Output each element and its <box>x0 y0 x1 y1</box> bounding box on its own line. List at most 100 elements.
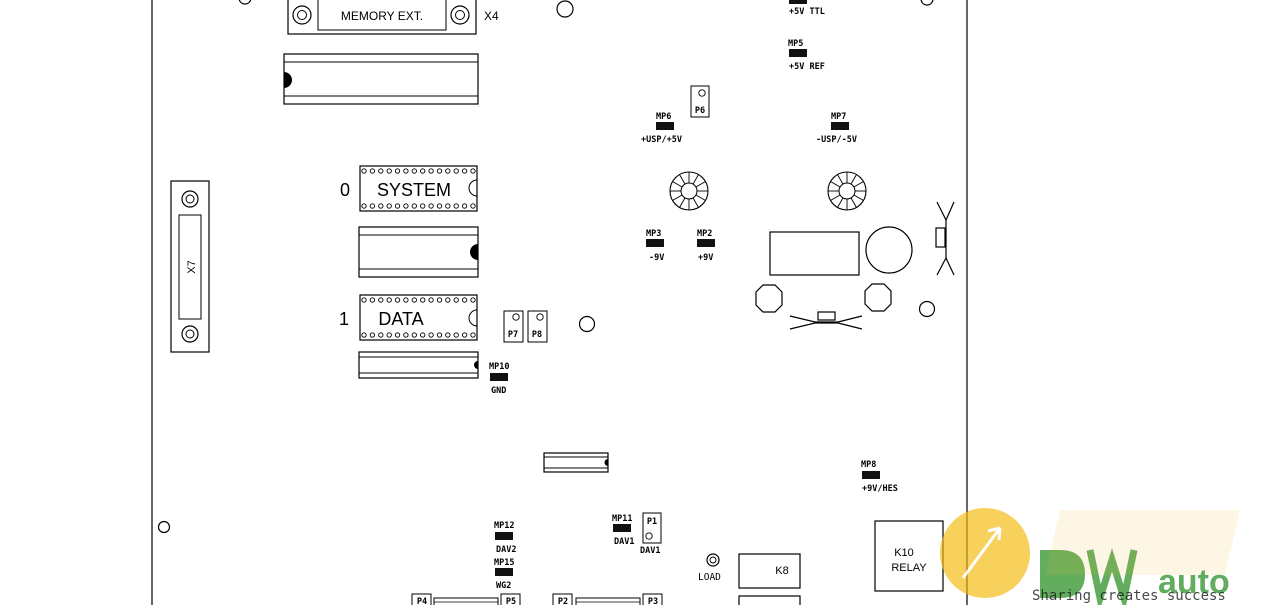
chip-pin <box>436 168 443 174</box>
bowtie-component <box>789 315 863 330</box>
watermark-brand: auto <box>1158 563 1230 601</box>
chip-pin <box>453 297 459 303</box>
screw-icon <box>181 325 199 343</box>
test-point-mp6: MP6 +USP/+5V <box>641 112 682 145</box>
chip-pin <box>394 332 401 338</box>
svg-text:MP7: MP7 <box>831 112 846 122</box>
chip-pin <box>461 297 468 303</box>
chip-pin <box>453 168 459 174</box>
test-point-mp15: MP15 WG2 <box>494 558 514 591</box>
svg-text:GND: GND <box>491 386 506 396</box>
chip-pin <box>453 203 459 209</box>
test-point-mp8: MP8 +9V/HES <box>861 460 898 494</box>
chip-pin <box>378 168 384 174</box>
ic-top <box>283 53 479 105</box>
chip-pin <box>378 203 384 209</box>
chip-pin <box>420 203 426 209</box>
k8-label: K8 <box>775 565 788 577</box>
chip-pin <box>461 203 468 209</box>
mount-hole <box>238 0 252 5</box>
led-icon <box>706 553 720 567</box>
test-point-mp5: MP5 +5V REF <box>788 39 825 72</box>
connector-x4-label: MEMORY EXT. <box>341 9 423 23</box>
jumper-p8: P8 <box>527 310 548 343</box>
jumper-p1: P1 DAV1 <box>640 512 662 556</box>
potentiometers <box>669 171 867 211</box>
svg-text:P5: P5 <box>506 597 516 605</box>
chip-pin <box>461 168 468 174</box>
chip-pin <box>445 332 451 338</box>
svg-text:MP12: MP12 <box>494 521 514 531</box>
jumpers: P6 P7 P8 P1 DAV1 P4 P5 P2 <box>411 85 710 605</box>
svg-text:+USP/+5V: +USP/+5V <box>641 135 682 145</box>
round-capacitor <box>865 226 913 274</box>
ic-small <box>543 452 609 473</box>
chip-pin <box>403 297 409 303</box>
test-point-mp11: MP11 DAV1 <box>612 514 634 547</box>
svg-text:MP15: MP15 <box>494 558 514 568</box>
potentiometer-icon <box>827 171 867 211</box>
chip-pin <box>378 332 384 338</box>
test-point-mp4: +5V TTL <box>789 0 825 17</box>
test-point-mp12: MP12 DAV2 <box>494 521 516 555</box>
chip-pin <box>369 332 376 338</box>
k10-label-line1: K10 <box>894 547 914 559</box>
chip-pin <box>403 332 409 338</box>
chip-pin <box>411 332 417 338</box>
board-outline <box>151 0 968 605</box>
k10-label-line2: RELAY <box>891 562 927 574</box>
fork-center <box>935 227 946 248</box>
chip-pin <box>411 168 417 174</box>
watermark-tagline: Sharing creates success <box>1032 588 1226 604</box>
chip-pin <box>470 332 476 338</box>
crystal-block <box>769 231 860 276</box>
mount-hole <box>556 0 574 18</box>
svg-text:MP6: MP6 <box>656 112 671 122</box>
test-point-mp2: MP2 +9V <box>697 229 715 263</box>
jumper-p2: P2 <box>552 593 573 605</box>
screw-icon <box>181 190 199 208</box>
bottom-connector-left <box>433 597 499 605</box>
svg-text:-USP/-5V: -USP/-5V <box>816 135 857 145</box>
svg-text:P3: P3 <box>648 597 658 605</box>
bowtie-center <box>817 311 836 321</box>
svg-text:P7: P7 <box>508 330 518 340</box>
chip-pin <box>470 168 476 174</box>
test-point-mp10: MP10 GND <box>489 362 509 396</box>
chip-system-label: SYSTEM <box>377 180 451 200</box>
svg-text:MP11: MP11 <box>612 514 632 524</box>
connector-x4-ref: X4 <box>484 9 499 23</box>
svg-text:MP10: MP10 <box>489 362 509 372</box>
jumper-p7: P7 <box>503 310 524 343</box>
chip-pin <box>386 203 392 209</box>
svg-text:P1: P1 <box>647 517 657 527</box>
mounting-holes <box>157 0 936 534</box>
chip-pin <box>445 203 451 209</box>
screw-icon <box>292 5 312 25</box>
chip-data-index: 1 <box>339 309 349 329</box>
connector-x7: X7 <box>170 180 210 353</box>
ic-lower <box>358 351 479 379</box>
chip-pin <box>436 332 443 338</box>
relay-k10: K10 RELAY <box>874 520 944 592</box>
right-components <box>755 201 955 330</box>
watermark: auto Sharing creates success <box>940 508 1240 605</box>
svg-text:MP5: MP5 <box>788 39 803 49</box>
svg-text:DAV2: DAV2 <box>496 545 516 555</box>
chip-pin <box>420 332 426 338</box>
chip-pin <box>361 203 367 209</box>
chip-pin <box>428 168 434 174</box>
svg-text:P4: P4 <box>417 597 427 605</box>
arrow-icon <box>961 526 1002 579</box>
chip-pin <box>436 297 443 303</box>
mount-hole <box>157 520 171 534</box>
screw-icon <box>450 5 470 25</box>
svg-text:+5V REF: +5V REF <box>789 62 825 72</box>
chip-pin <box>420 297 426 303</box>
load-led: LOAD <box>698 553 721 583</box>
test-point-mp7: MP7 -USP/-5V <box>816 112 857 145</box>
relay-k8: K8 <box>738 553 801 605</box>
chip-pin <box>386 168 392 174</box>
mount-hole <box>578 315 596 333</box>
chip-pin <box>378 297 384 303</box>
